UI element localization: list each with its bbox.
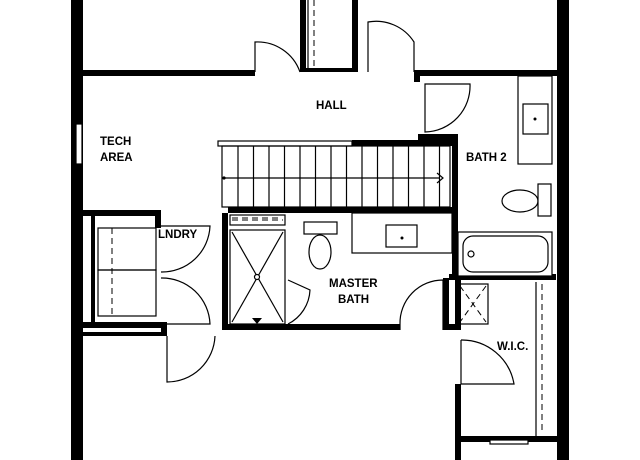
chevron-right-icon — [436, 172, 444, 184]
bath2-door — [424, 83, 471, 133]
laundry-door-bottom — [160, 277, 211, 325]
laundry-fixtures — [97, 227, 157, 317]
dryer — [97, 269, 157, 317]
linen-closet — [457, 283, 489, 325]
tech-area-label-line2: AREA — [100, 152, 133, 164]
laundry-label: LNDRY — [158, 229, 198, 241]
tub-drain — [467, 250, 475, 258]
master-bath-fixtures — [229, 212, 453, 325]
bath2-fixtures — [457, 75, 553, 277]
linen-shelf — [229, 214, 286, 226]
wic-door — [460, 339, 515, 385]
master-bath-label-line2: BATH — [338, 294, 369, 306]
hall-door-right — [367, 20, 415, 72]
room-labels: HALL TECH AREA BATH 2 LNDRY MASTER BATH … — [100, 100, 528, 353]
bath2-toilet-tank — [537, 183, 552, 217]
master-toilet-tank — [303, 221, 338, 235]
master-sink — [385, 224, 418, 248]
exterior-walls — [71, 0, 569, 460]
washer — [97, 227, 157, 271]
hall-door-left — [254, 41, 301, 73]
bath2-toilet-bowl — [501, 189, 539, 213]
hall-label: HALL — [316, 100, 347, 112]
shower — [229, 229, 286, 325]
interior-walls — [83, 0, 557, 460]
bath-2-label: BATH 2 — [466, 152, 507, 164]
closet-fixtures — [307, 0, 543, 436]
bedroom-door-lower — [166, 335, 216, 383]
master-bath-label-line1: MASTER — [329, 278, 378, 290]
laundry-door-top — [160, 225, 211, 273]
staircase — [217, 140, 451, 219]
windows — [75, 123, 529, 445]
master-bath-door — [399, 279, 444, 330]
doors[interactable] — [160, 20, 515, 385]
tech-area-label-line1: TECH — [100, 136, 131, 148]
master-toilet-bowl — [308, 234, 332, 270]
shower-door — [287, 279, 311, 325]
wic-label: W.I.C. — [497, 341, 528, 353]
